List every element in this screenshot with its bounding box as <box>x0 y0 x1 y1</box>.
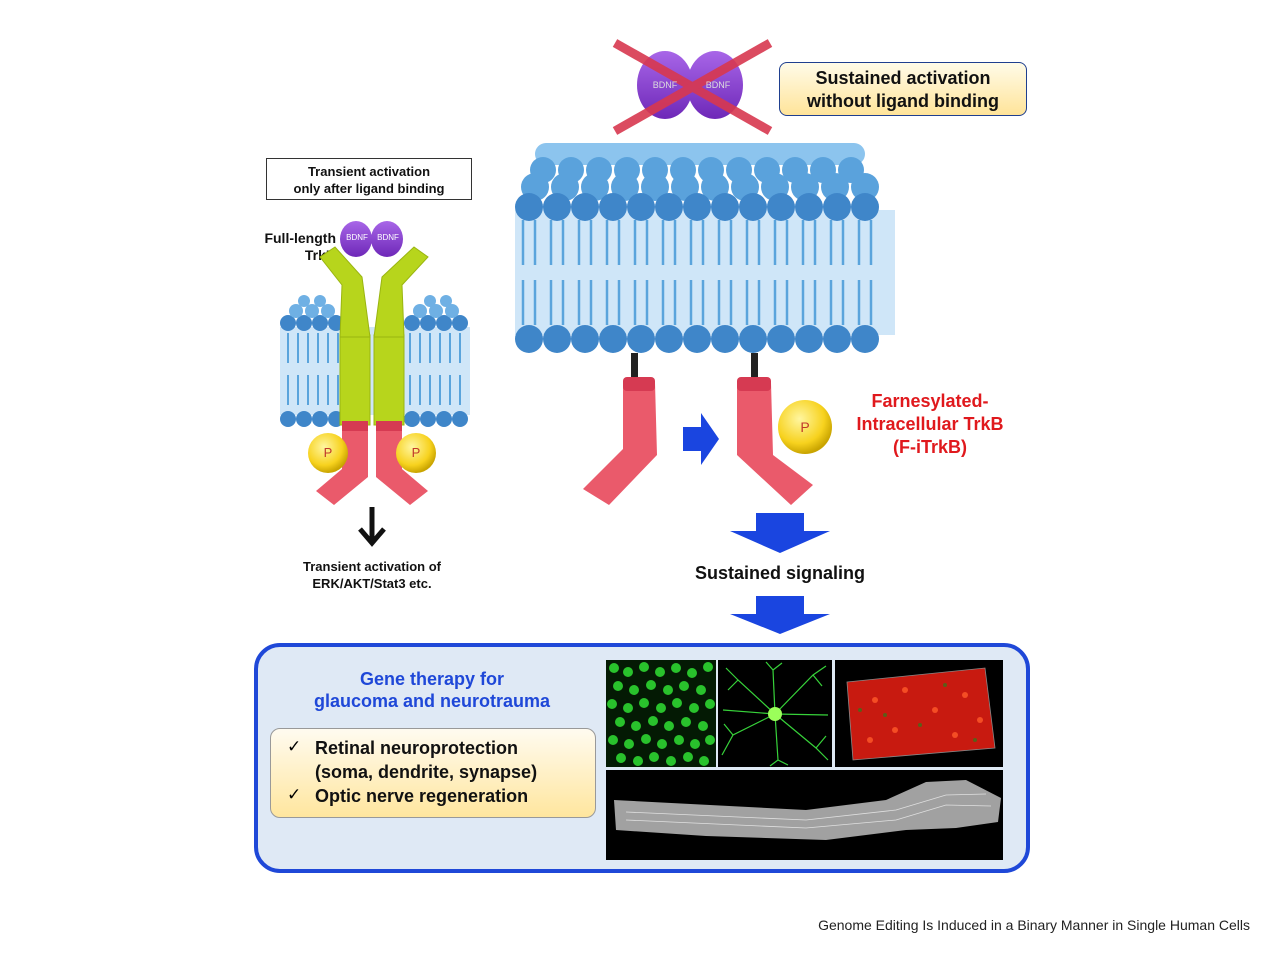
check-icon: ✓ <box>287 785 302 805</box>
farnesyl-anchor-1 <box>631 353 638 379</box>
transient-outcome-text: Transient activation of ERK/AKT/Stat3 et… <box>303 559 441 591</box>
red-cross-icon <box>612 39 773 135</box>
transient-activation-note: Transient activation only after ligand b… <box>266 158 472 200</box>
bdnf-label-crossed-2: BDNF <box>705 80 731 90</box>
left-lipid-tails <box>287 333 461 405</box>
phosphate-active <box>778 400 832 454</box>
figure-caption: Genome Editing Is Induced in a Binary Ma… <box>818 917 1250 933</box>
left-receptor-diagram <box>280 221 470 505</box>
right-lipid-heads-top <box>515 193 879 221</box>
down-arrow-black <box>358 507 386 547</box>
phosphate-label-left: P <box>323 445 333 460</box>
synapse-volume <box>847 668 995 760</box>
neuron-dendrite-micrograph <box>718 660 832 767</box>
right-lipid-tails <box>521 220 873 325</box>
retina-cells-micrograph <box>606 660 716 767</box>
sustained-activation-note: Sustained activation without ligand bind… <box>779 62 1027 116</box>
synapse-3d-micrograph <box>835 660 1003 767</box>
down-arrow-blue-1 <box>730 513 830 553</box>
bdnf-label-left-2: BDNF <box>377 233 399 242</box>
right-membrane-core <box>515 210 895 335</box>
dendrite-branches <box>721 661 829 767</box>
f-itrkb-inactive <box>583 377 657 505</box>
phosphate-right <box>396 433 436 473</box>
optic-nerve-micrograph <box>606 770 1003 860</box>
benefits-box: ✓ Retinal neuroprotection (soma, dendrit… <box>270 728 596 818</box>
f-itrkb-active <box>737 377 832 505</box>
phosphate-left <box>308 433 348 473</box>
note-line: Transient activation <box>307 164 431 179</box>
gene-therapy-title: Gene therapy for glaucoma and neurotraum… <box>313 669 551 711</box>
down-arrow-blue-2 <box>730 596 830 634</box>
activation-arrow-icon <box>683 413 719 465</box>
right-lipid-heads-bottom <box>515 325 879 353</box>
ganglion-cell-spots <box>607 662 715 766</box>
farnesyl-anchor-2 <box>751 353 758 379</box>
phosphate-label-right: P <box>411 445 421 460</box>
bdnf-dimer <box>340 221 403 257</box>
neuron-soma <box>768 707 782 721</box>
benefit-item-1: Retinal neuroprotection <box>315 738 519 758</box>
bdnf-label-crossed-1: BDNF <box>652 80 678 90</box>
phosphate-label-active: P <box>800 419 810 435</box>
optic-nerve-shape <box>614 780 1001 840</box>
left-lipid-heads-bottom <box>280 411 468 427</box>
right-lipid-heads-back <box>521 157 879 201</box>
benefit-item-1-detail: (soma, dendrite, synapse) <box>315 762 538 782</box>
right-membrane-diagram <box>515 39 895 505</box>
f-itrkb-label: Farnesylated- Intracellular TrkB (F-iTrk… <box>856 391 1004 457</box>
note-line: only after ligand binding <box>293 181 445 196</box>
benefit-item-2: Optic nerve regeneration <box>315 786 529 806</box>
trkb-receptor <box>319 246 429 426</box>
bdnf-label-left-1: BDNF <box>346 233 368 242</box>
left-lipid-heads-top <box>280 315 468 331</box>
sustained-signaling-label: Sustained signaling <box>694 563 866 583</box>
check-icon: ✓ <box>287 737 302 757</box>
